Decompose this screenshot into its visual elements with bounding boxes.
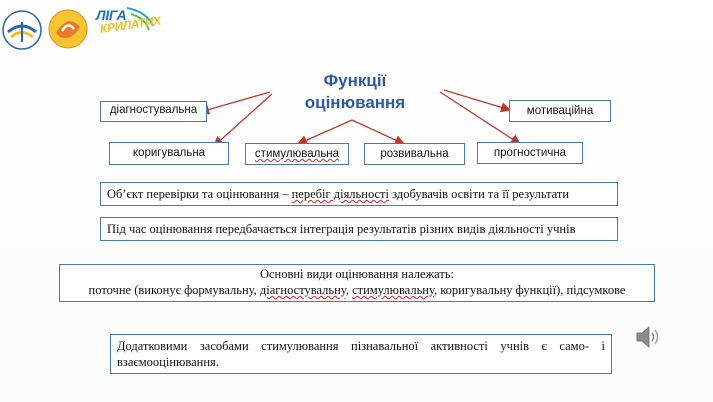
- assessment-types-list: поточне (виконує формувальну, діагностув…: [64, 282, 650, 298]
- integration-statement-text: Під час оцінювання передбачається інтегр…: [107, 222, 576, 236]
- function-label-stimulating: стимулювальна: [254, 148, 340, 160]
- diagram-title-line1: Функції: [323, 71, 387, 90]
- integration-statement-box: Під час оцінювання передбачається інтегр…: [100, 217, 618, 241]
- arrow-to-diagnostic: [198, 91, 271, 115]
- speaker-icon[interactable]: [634, 324, 662, 350]
- sun-swirl-logo-icon: [48, 9, 88, 49]
- assessment-types-heading: Основні види оцінювання належать:: [259, 267, 455, 281]
- diagram-title-line2: оцінювання: [304, 93, 406, 112]
- arrow-to-prognostic: [439, 91, 522, 145]
- function-box-developing: розвивальна: [364, 143, 465, 165]
- function-label-developing: розвивальна: [380, 148, 449, 160]
- assessment-types-box: Основні види оцінювання належать: поточн…: [59, 264, 655, 302]
- diagram-title: Функції оцінювання: [280, 70, 430, 114]
- ukraine-education-logo-icon: [2, 10, 42, 50]
- arrow-to-corrective: [213, 93, 273, 147]
- assessment-types-separator: ,: [345, 283, 353, 297]
- object-statement-box: Об’єкт перевірки та оцінювання – перебіг…: [100, 182, 618, 206]
- additional-means-text: Додатковими засобами стимулювання пізнав…: [117, 339, 605, 369]
- assessment-types-part2: , коригувальну функції), підсумкове: [433, 283, 626, 297]
- object-statement-prefix: Об’єкт перевірки та оцінювання –: [107, 187, 292, 201]
- liga-krylatykh-logo-icon: [93, 6, 155, 52]
- arrow-to-stimulating: [296, 119, 353, 146]
- assessment-types-stimulating: стимулювальну: [352, 283, 434, 297]
- assessment-types-diagnostic: діагностувальну: [259, 283, 346, 297]
- function-box-corrective: коригувальна: [109, 142, 229, 165]
- function-label-prognostic: прогностична: [493, 147, 567, 159]
- function-box-motivational: мотиваційна: [509, 100, 611, 122]
- function-label-corrective: коригувальна: [132, 147, 206, 159]
- assessment-types-part1: поточне (виконує формувальну,: [88, 283, 260, 297]
- function-box-prognostic: прогностична: [477, 142, 583, 164]
- liga-logo-line1: ЛІГА: [96, 7, 127, 23]
- additional-means-box: Додатковими засобами стимулювання пізнав…: [110, 334, 612, 374]
- liga-logo-text: ЛІГА КРИЛАТИХ: [96, 7, 162, 36]
- object-statement-underlined: перебіг діяльності: [291, 187, 389, 201]
- function-box-diagnostic: діагностувальна: [100, 101, 207, 122]
- function-box-stimulating: стимулювальна: [245, 143, 349, 165]
- function-label-motivational: мотиваційна: [526, 105, 594, 117]
- object-statement-suffix: здобувачів освіти та її результати: [389, 187, 570, 201]
- arrow-to-developing: [351, 119, 406, 145]
- function-label-diagnostic: діагностувальна: [109, 104, 198, 116]
- arrow-to-motivational: [443, 89, 512, 113]
